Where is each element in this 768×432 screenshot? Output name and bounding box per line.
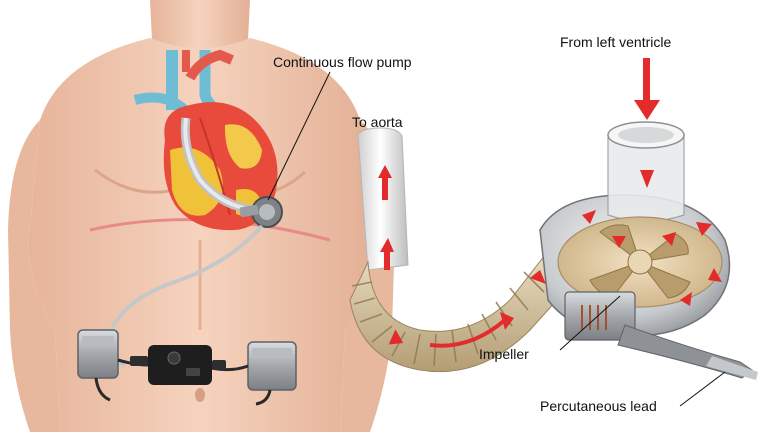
heart: [133, 49, 283, 231]
label-percutaneous-lead: Percutaneous lead: [540, 398, 657, 414]
flow-arrows: [378, 58, 722, 348]
label-continuous-flow-pump: Continuous flow pump: [273, 54, 412, 70]
controller-belt: [77, 329, 297, 406]
pump-cutaway: [349, 121, 758, 380]
label-impeller: Impeller: [479, 346, 529, 362]
label-from-left-ventricle: From left ventricle: [560, 34, 672, 50]
label-to-aorta: To aorta: [352, 114, 403, 130]
leader-lines: [267, 71, 726, 407]
